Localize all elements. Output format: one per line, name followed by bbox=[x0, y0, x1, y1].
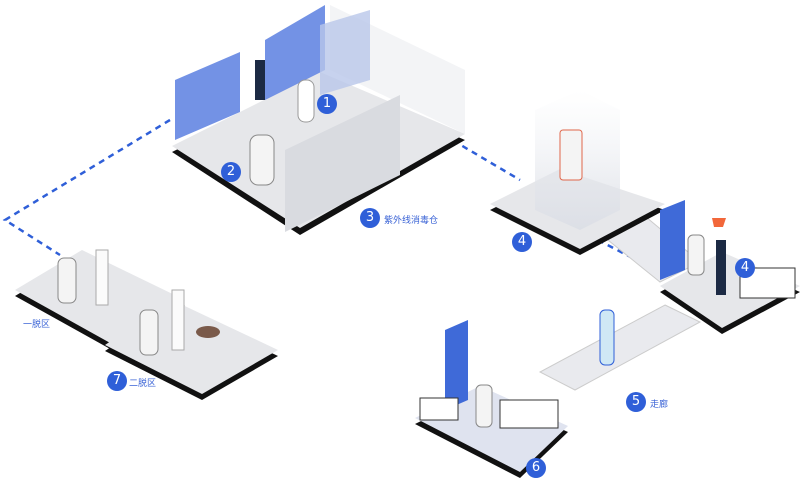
step-badge-5: 5 bbox=[626, 392, 646, 412]
shopping-cart-icon bbox=[712, 218, 726, 227]
elevator-platform bbox=[490, 90, 665, 255]
patient-room-6 bbox=[415, 309, 615, 478]
step-label-3: 紫外线消毒仓 bbox=[384, 216, 439, 226]
step-badge-4-elevator: 4 bbox=[512, 232, 532, 252]
uv-robot bbox=[599, 309, 615, 366]
patient-room-4 bbox=[660, 200, 800, 334]
zone-label-first-doffing: 一脱区 bbox=[23, 320, 51, 330]
step-badge-4-room: 4 bbox=[735, 258, 755, 278]
step-badge-2: 2 bbox=[221, 162, 241, 182]
step-badge-6: 6 bbox=[526, 458, 546, 478]
step-badge-1: 1 bbox=[317, 94, 337, 114]
doffing-area-2 bbox=[105, 289, 278, 400]
step-badge-7: 7 bbox=[107, 371, 127, 391]
step-label-5: 走廊 bbox=[650, 400, 669, 410]
reception-room bbox=[172, 5, 465, 235]
step-label-7: 二脱区 bbox=[129, 379, 157, 389]
step-badge-3: 3 bbox=[360, 208, 380, 228]
